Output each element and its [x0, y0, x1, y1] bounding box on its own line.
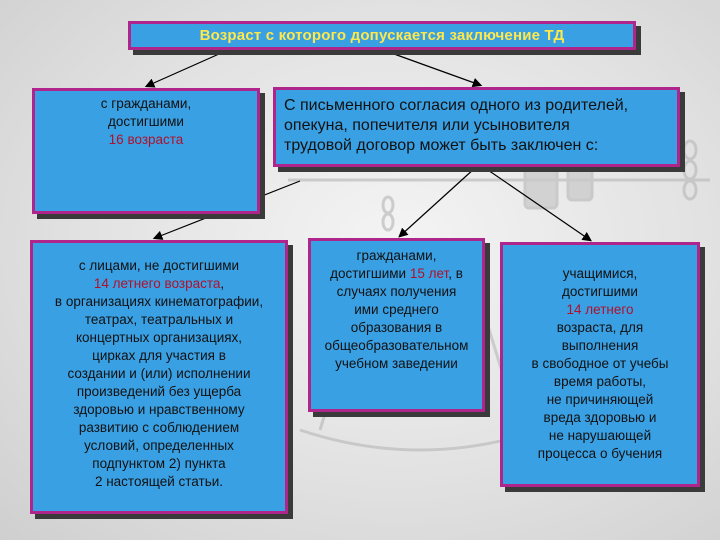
students-rest-line-2: выполнения — [561, 338, 639, 353]
box-14-rest-line-5: создании и (или) исполнении — [67, 366, 251, 381]
box-16-line2: достигшими — [108, 114, 184, 129]
box-15-line2-highlight: 15 лет — [409, 266, 449, 281]
students-rest-line-6: вреда здоровью и — [543, 410, 657, 425]
box-15-line2: достигшими 15 лет, в — [311, 265, 482, 283]
students-rest-line-7: не нарушающей — [548, 428, 652, 443]
students-rest-line-8: процесса о бучения — [537, 446, 663, 461]
box-15-line2-pre: достигшими — [330, 266, 410, 281]
consent-line2: опекуна, попечителя или усыновителя — [284, 117, 570, 134]
students-rest-line-4: время работы, — [553, 374, 647, 389]
box-16-line1: с гражданами, — [100, 96, 192, 111]
box-14-rest-line-7: здоровью и нравственному — [73, 402, 245, 417]
box-15-rest-line-4: общеобразовательном — [324, 338, 469, 353]
consent-line3: трудовой договор может быть заключен с: — [284, 137, 599, 154]
box-16-line3: 16 возраста — [108, 132, 184, 147]
box-14-rest-line-10: подпунктом 2) пункта — [92, 456, 226, 471]
box-15-rest-line-5: учебном заведении — [335, 356, 458, 371]
students-line3: 14 летнего — [566, 302, 634, 317]
diagram-title: Возраст с которого допускается заключени… — [128, 21, 636, 50]
box-14-line1: с лицами, не достигшими — [78, 258, 240, 273]
box-15-rest-line-3: образования в — [350, 320, 443, 335]
title-text: Возраст с которого допускается заключени… — [199, 26, 565, 44]
box-14-rest-line-4: цирках для участия в — [92, 348, 226, 363]
box-15-line1: гражданами, — [356, 248, 437, 263]
box-14-rest: в организациях кинематографии, театрах, т… — [37, 293, 281, 491]
box-14-line2-tail: , — [220, 276, 225, 291]
box-14-rest-line-9: условий, определенных — [84, 438, 234, 453]
box-age-16: с гражданами, достигшими 16 возраста — [32, 88, 260, 214]
box-15-rest-line-1: случаях получения — [336, 284, 457, 299]
box-14-rest-line-11: 2 настоящей статьи. — [94, 474, 224, 489]
students-rest-line-3: в свободное от учебы — [531, 356, 669, 371]
students-rest-line-5: не причиняющей — [546, 392, 654, 407]
box-students-14: учащимися, достигшими 14 летнего возраст… — [500, 242, 700, 487]
students-line1: учащимися, — [562, 266, 638, 281]
box-parental-consent: С письменного согласия одного из родител… — [273, 87, 680, 167]
box-under-14-cinema: с лицами, не достигшими 14 летнего возра… — [30, 240, 288, 514]
box-14-line2-highlight: 14 летнего возраста — [93, 276, 221, 291]
students-rest: возраста, для выполнения в свободное от уч… — [503, 319, 697, 463]
box-age-15: гражданами, достигшими 15 лет, в случаях… — [308, 238, 485, 412]
box-14-rest-line-1: в организациях кинематографии, — [54, 294, 264, 309]
box-14-rest-line-8: развитию с соблюдением — [78, 420, 240, 435]
box-14-rest-line-6: произведений без ущерба — [76, 384, 242, 399]
students-line2: достигшими — [562, 284, 638, 299]
box-14-line2: 14 летнего возраста, — [37, 275, 281, 293]
box-15-rest: случаях получения ими среднего образования… — [311, 283, 482, 373]
box-15-line2-post: , в — [448, 266, 463, 281]
students-rest-line-1: возраста, для — [556, 320, 644, 335]
box-14-rest-line-2: театрах, театральных и — [84, 312, 234, 327]
box-15-rest-line-2: ими среднего — [354, 302, 439, 317]
consent-line1: С письменного согласия одного из родител… — [284, 97, 629, 114]
box-14-rest-line-3: концертных организациях, — [75, 330, 243, 345]
